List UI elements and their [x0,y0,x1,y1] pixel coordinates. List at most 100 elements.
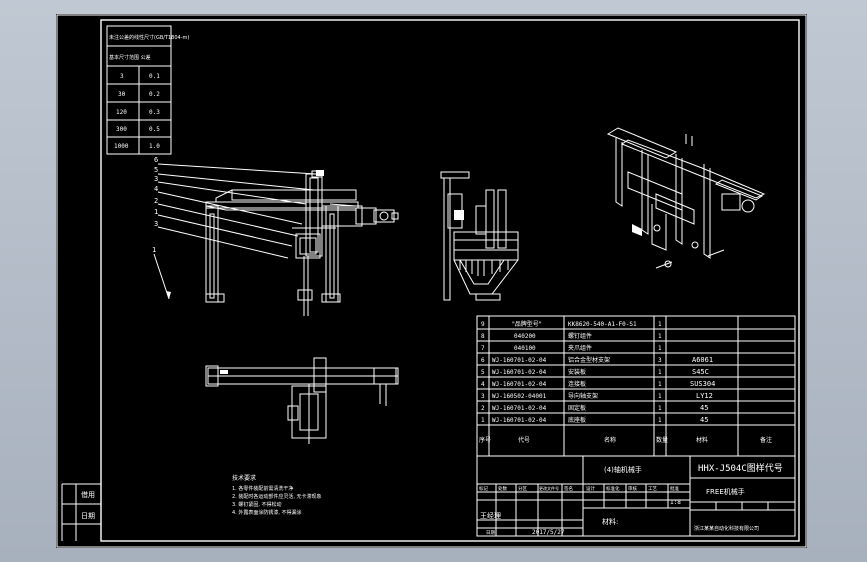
bom-name-3: 安装板 [568,368,586,376]
bom-qty-3: 1 [658,369,662,376]
tol-range-3: 300 [116,126,127,133]
bom-no-0: 8 [481,333,485,340]
title-row-label-5: 日期 [486,530,495,536]
bom-mat-2: A6061 [692,356,713,364]
bom-header-mat: 材料 [696,436,708,444]
bom-qty-7: 1 [658,417,662,424]
bom-mat-6: 45 [700,404,708,412]
bom-code-5: WJ-160502-04001 [492,393,547,400]
bom-mat-5: LY12 [696,392,713,400]
notes-title: 技术要求 [232,474,256,482]
bom-qty-5: 1 [658,393,662,400]
side-strip: 借用 日期 [61,483,101,541]
bom-top-code: "品牌型号" [512,320,542,328]
title-date: 2017/5/27 [532,529,565,536]
cad-drawing: 借用 日期 未注公差的线性尺寸(GB/T1804-m) 基本尺寸范围 公差 3 … [56,14,807,548]
title-name: FREE机械手 [706,487,745,496]
tol-value-0: 0.1 [149,73,160,80]
title-row-label-1: 处数 [498,485,507,492]
side-label-date: 日期 [81,512,95,520]
title-designer: 王经理 [480,511,501,520]
bom-name-6: 固定板 [568,404,586,412]
balloon-0: 6 [154,156,158,164]
bom-code-2: WJ-160701-02-04 [492,357,547,364]
bom-header-code: 代号 [518,436,530,444]
outer-border [56,14,807,548]
title-material-label: 材料: [602,517,618,526]
bom-name-2: 铝合金型材支架 [568,356,610,364]
bom-name-1: 夹爪组件 [568,344,592,352]
bom-header-no: 序号 [479,436,491,444]
tolerance-title: 未注公差的线性尺寸(GB/T1804-m) [109,34,189,41]
title-company: 浙江某某自动化科技有限公司 [694,525,759,532]
bom-name-4: 连接板 [568,380,586,388]
bom-no-1: 7 [481,345,485,352]
bom-name-0: 螺钉组件 [568,332,592,340]
bom-no-4: 4 [481,381,485,388]
tol-value-3: 0.5 [149,126,160,133]
leader-lines: 6 5 3 4 2 1 3 1 [152,156,317,300]
side-view [440,171,519,301]
drawing-sheet: 借用 日期 未注公差的线性尺寸(GB/T1804-m) 基本尺寸范围 公差 3 … [56,14,807,548]
front-view [205,170,399,316]
tol-value-1: 0.2 [149,91,160,98]
bom-qty-1: 1 [658,345,662,352]
tolerance-table: 未注公差的线性尺寸(GB/T1804-m) 基本尺寸范围 公差 3 0.1 30… [106,25,189,155]
title-part-label: (4)轴机械手 [604,465,642,474]
title-sign-2: 审核 [628,485,637,492]
title-row-label-2: 分区 [518,485,527,492]
bom-code-7: WJ-160701-02-04 [492,417,547,424]
notes-line-1: 2. 装配时各运动部件应灵活, 无卡滞现象 [232,493,322,500]
tol-range-2: 120 [116,109,127,116]
notes-line-2: 3. 螺钉紧固, 不得松动 [232,501,282,508]
bom-qty-4: 1 [658,381,662,388]
tolerance-header: 基本尺寸范围 公差 [109,54,151,61]
bom-mat-4: SUS304 [690,380,715,388]
bom-qty-0: 1 [658,333,662,340]
bom-code-3: WJ-160701-02-04 [492,369,547,376]
bom-code-6: WJ-160701-02-04 [492,405,547,412]
balloon-3: 4 [154,185,158,193]
tol-value-4: 1.0 [149,143,160,150]
side-label-borrow: 借用 [81,490,95,499]
bom-name-5: 导向轴支架 [568,392,598,400]
bom-header-qty: 数量 [656,436,668,444]
title-block: (4)轴机械手 HHX-J504C图样代号 FREE机械手 1:8 王经理 20… [476,455,796,537]
bom-header-name: 名称 [604,436,616,444]
bom-name-7: 底座板 [568,416,586,424]
tol-range-1: 30 [118,91,126,98]
title-drawing-no: HHX-J504C图样代号 [698,462,783,474]
bom-header-note: 备注 [760,436,772,444]
title-sign-0: 设计 [586,485,595,492]
bom-no-2: 6 [481,357,485,364]
balloon-4: 2 [154,197,158,205]
bom-mat-3: S45C [692,368,709,376]
bom-no-3: 5 [481,369,485,376]
balloon-5: 1 [154,208,158,216]
technical-notes: 技术要求 1. 各零件装配前需清洗干净 2. 装配时各运动部件应灵活, 无卡滞现… [232,474,322,516]
tol-range-4: 1000 [114,143,129,150]
isometric-view [606,127,766,269]
bom-mat-7: 45 [700,416,708,424]
inner-border [100,19,800,542]
title-row-label-3: 更改文件号 [539,485,559,491]
balloon-7: 1 [152,246,156,254]
title-sign-3: 工艺 [648,486,657,492]
balloon-2: 3 [154,175,158,183]
bom-code-4: WJ-160701-02-04 [492,381,547,388]
bom-no-5: 3 [481,393,485,400]
title-row-label-4: 签名 [564,485,573,492]
bom-code-0: 040200 [514,333,536,340]
title-row-label-0: 标记 [479,485,488,492]
notes-line-0: 1. 各零件装配前需清洗干净 [232,485,293,492]
title-sign-1: 标准化 [606,485,620,492]
tol-range-0: 3 [120,73,124,80]
bom-top-name: KK8620-540-A1-F0-S1 [568,321,637,328]
bom-qty-2: 3 [658,357,662,364]
balloon-1: 5 [154,166,158,174]
notes-line-3: 4. 外露表面涂防锈漆, 不得漏涂 [232,509,302,516]
bom-no-6: 2 [481,405,485,412]
bom-qty-6: 1 [658,405,662,412]
title-scale: 1:8 [670,499,681,506]
top-view [205,357,399,444]
